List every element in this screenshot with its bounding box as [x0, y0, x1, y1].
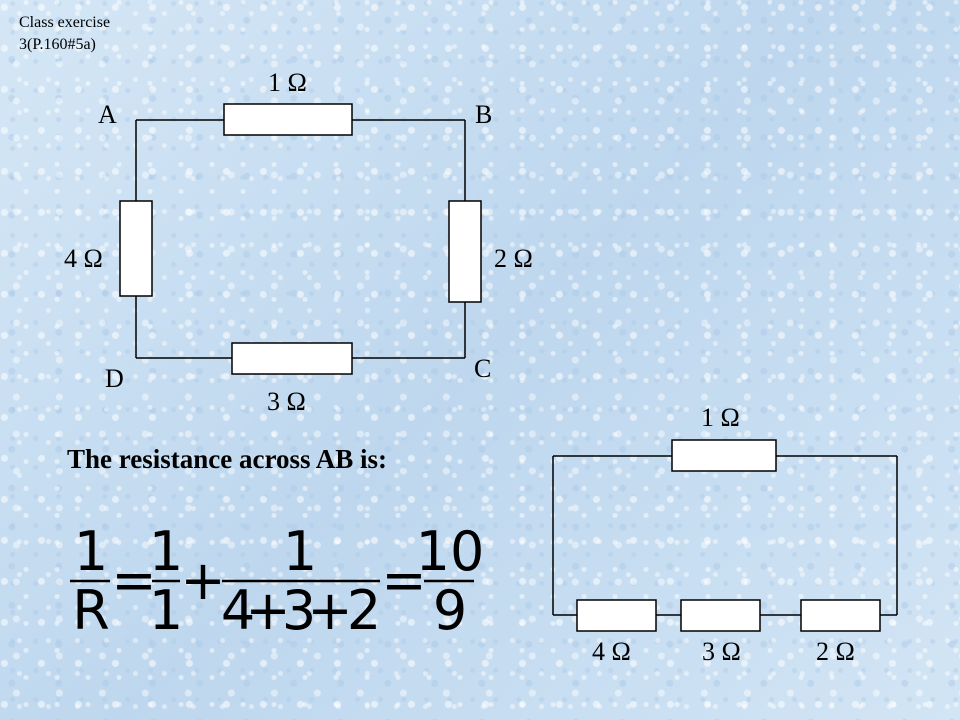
resistor-label-right: 2 Ω — [494, 244, 533, 273]
lhs-denominator: R — [72, 579, 110, 642]
resistance-statement: The resistance across AB is: — [67, 444, 387, 474]
equals-sign-1: = — [111, 549, 156, 612]
node-label-d: D — [105, 364, 124, 393]
resistor-label-2ohm: 2 Ω — [816, 637, 855, 666]
resistor-label-1ohm: 1 Ω — [701, 403, 740, 432]
resistor-left — [119, 200, 153, 297]
square-circuit — [119, 103, 482, 375]
resistor-right — [448, 200, 482, 303]
lhs-numerator: 1 — [74, 520, 108, 583]
resistor-label-4ohm: 4 Ω — [592, 637, 631, 666]
term2-den-plus-2: + — [307, 579, 352, 642]
term2-den-4: 4 — [221, 579, 255, 642]
term2-den-plus-1: + — [245, 579, 290, 642]
resistor-bottom — [231, 342, 353, 375]
result-numerator: 10 — [416, 520, 485, 583]
term2-den-3: 3 — [282, 579, 316, 642]
term1-denominator: 1 — [149, 579, 183, 642]
resistor-4ohm — [576, 599, 657, 632]
resistor-top-1ohm — [671, 439, 777, 472]
resistor-label-3ohm: 3 Ω — [702, 637, 741, 666]
plus-sign: + — [180, 549, 225, 612]
node-label-a: A — [98, 100, 117, 129]
resistor-label-left: 4 Ω — [64, 244, 103, 273]
slide-caption: Class exercise 3(P.160#5a) — [19, 12, 110, 56]
resistor-label-bottom: 3 Ω — [267, 387, 306, 416]
term1-numerator: 1 — [149, 520, 183, 583]
term2-numerator: 1 — [283, 520, 317, 583]
node-label-c: C — [474, 354, 492, 383]
resistor-3ohm — [680, 599, 761, 632]
series-parallel-circuit — [552, 439, 898, 632]
result-denominator: 9 — [433, 579, 467, 642]
term2-den-2: 2 — [347, 579, 381, 642]
equals-sign-2: = — [381, 549, 426, 612]
resistor-top — [223, 103, 353, 136]
resistor-label-top: 1 Ω — [268, 68, 307, 97]
node-label-b: B — [475, 100, 493, 129]
caption-line-2: 3(P.160#5a) — [19, 36, 96, 53]
caption-line-1: Class exercise — [19, 14, 111, 31]
resistor-2ohm — [800, 599, 881, 632]
